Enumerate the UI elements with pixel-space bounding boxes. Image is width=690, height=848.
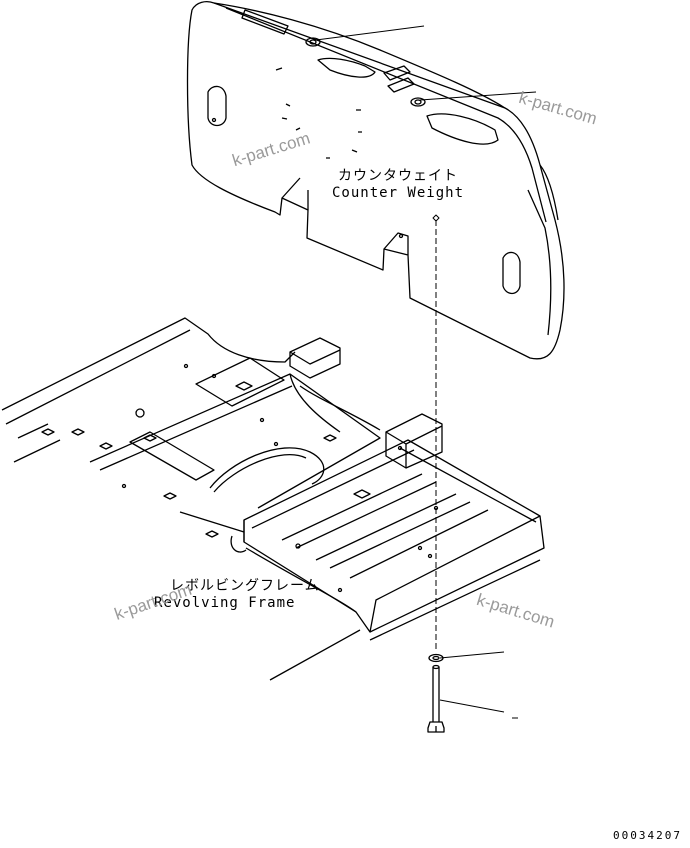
counter-weight-label-jp: カウンタウェイト — [338, 168, 458, 184]
leader-line-washer — [439, 651, 505, 659]
counter-weight-label-en: Counter Weight — [332, 185, 465, 201]
leader-line-counter-weight-boss — [419, 91, 537, 101]
leader-line-bolt — [439, 699, 505, 713]
revolving-frame-part — [1, 317, 545, 681]
figure-number: 00034207 — [613, 829, 682, 842]
leader-lines — [315, 25, 537, 719]
revolving-frame-label-en: Revolving Frame — [154, 595, 296, 611]
bolt-part — [427, 664, 445, 733]
leader-line-counter-weight-top — [315, 25, 425, 41]
counter-weight-part — [186, 1, 565, 360]
revolving-frame-label-jp: レボルビングフレーム — [170, 578, 320, 594]
centerline-top-mark — [432, 214, 440, 222]
